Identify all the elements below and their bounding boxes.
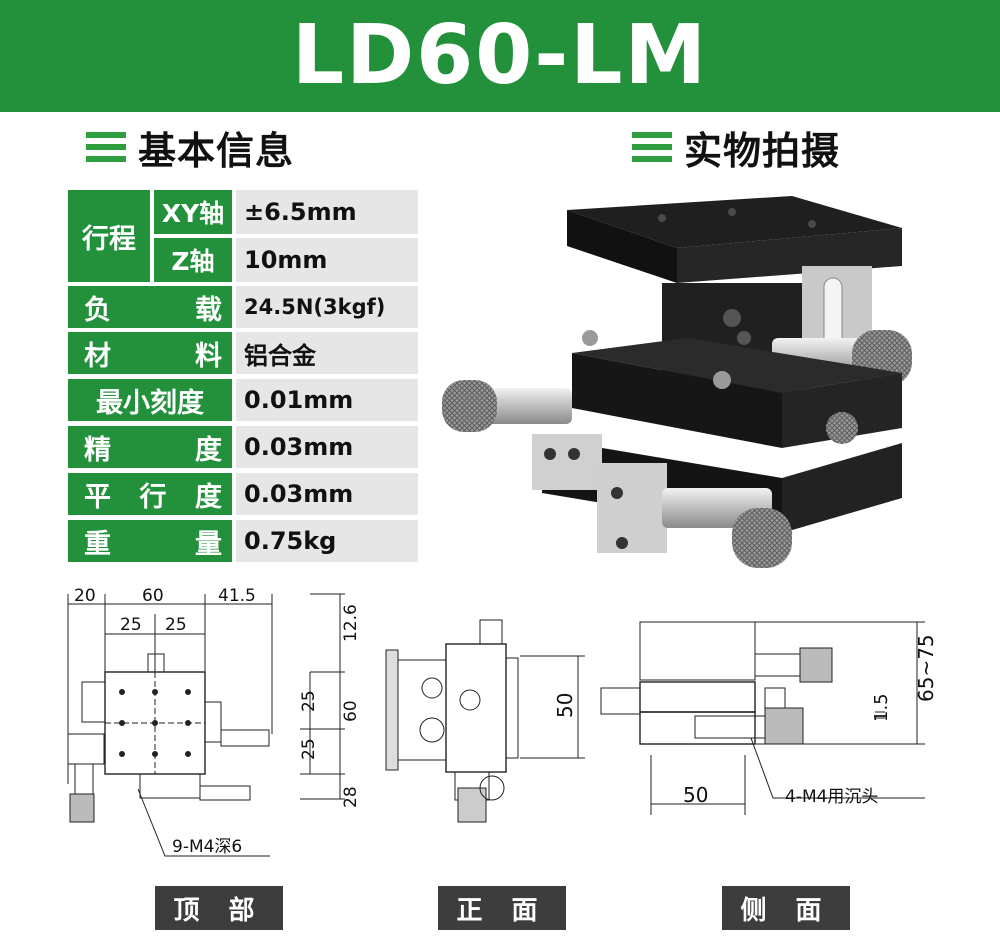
menu-bars-icon [86, 132, 128, 162]
precision-label-a: 精 [84, 434, 111, 466]
basic-info-title: 基本信息 [138, 128, 295, 173]
side-dim-65-75: 65~75 [914, 634, 938, 702]
z-axis-value: 10mm [236, 238, 418, 282]
product-title: LD60-LM [291, 8, 709, 103]
material-label: 材 料 [68, 332, 232, 374]
dim-25-a: 25 [120, 615, 142, 635]
material-label-b: 料 [195, 340, 222, 372]
parallelism-value: 0.03mm [236, 473, 418, 515]
precision-label: 精 度 [68, 426, 232, 468]
dim-41-5: 41.5 [218, 586, 256, 606]
side-dim-50: 50 [683, 783, 708, 807]
dim-25-c: 25 [299, 690, 319, 712]
z-axis-label: Z轴 [154, 238, 232, 282]
weight-label-b: 量 [195, 528, 222, 560]
load-value: 24.5N(3kgf) [236, 286, 418, 328]
front-view-label: 正 面 [438, 886, 566, 930]
product-photo [442, 196, 912, 568]
dim-25-b: 25 [165, 615, 187, 635]
parallelism-label-b: 行 [139, 481, 167, 513]
travel-label: 行程 [68, 190, 150, 282]
material-value: 铝合金 [236, 332, 418, 374]
front-dim-50: 50 [553, 693, 577, 718]
load-label: 负 载 [68, 286, 232, 328]
side-view-drawing: 65~75 1.5 50 4-M4用沉头 [600, 621, 938, 815]
parallelism-label: 平 行 度 [68, 473, 232, 515]
weight-label-a: 重 [84, 528, 111, 560]
dim-20: 20 [74, 586, 96, 606]
precision-label-b: 度 [195, 434, 222, 466]
title-banner: LD60-LM [0, 0, 1000, 112]
basic-info-header: 基本信息 [86, 122, 295, 173]
material-label-a: 材 [84, 340, 111, 372]
top-view-drawing: 20 60 41.5 25 25 12.6 25 60 25 28 9-M4深6 [67, 586, 361, 857]
side-view-label: 侧 面 [722, 886, 850, 930]
weight-label: 重 量 [68, 520, 232, 562]
photo-title: 实物拍摄 [684, 128, 841, 173]
side-note: 4-M4用沉头 [785, 787, 878, 807]
dim-25-d: 25 [299, 738, 319, 760]
min-scale-label: 最小刻度 [68, 379, 232, 421]
dim-28: 28 [341, 786, 361, 808]
top-note: 9-M4深6 [172, 837, 242, 857]
load-label-b: 载 [195, 294, 222, 326]
photo-header: 实物拍摄 [632, 122, 841, 173]
dim-12-6: 12.6 [341, 604, 361, 642]
menu-bars-icon [632, 132, 674, 162]
load-label-a: 负 [84, 294, 111, 326]
parallelism-label-a: 平 [84, 481, 111, 513]
side-dim-1-5: 1.5 [871, 693, 892, 722]
precision-value: 0.03mm [236, 426, 418, 468]
xy-axis-label: XY轴 [154, 190, 232, 234]
xy-axis-value: ±6.5mm [236, 190, 418, 234]
front-view-drawing: 50 [385, 619, 585, 823]
top-view-label: 顶 部 [155, 886, 283, 930]
dim-60: 60 [142, 586, 164, 606]
min-scale-value: 0.01mm [236, 379, 418, 421]
weight-value: 0.75kg [236, 520, 418, 562]
dim-60-v: 60 [341, 700, 361, 722]
parallelism-label-c: 度 [195, 481, 222, 513]
